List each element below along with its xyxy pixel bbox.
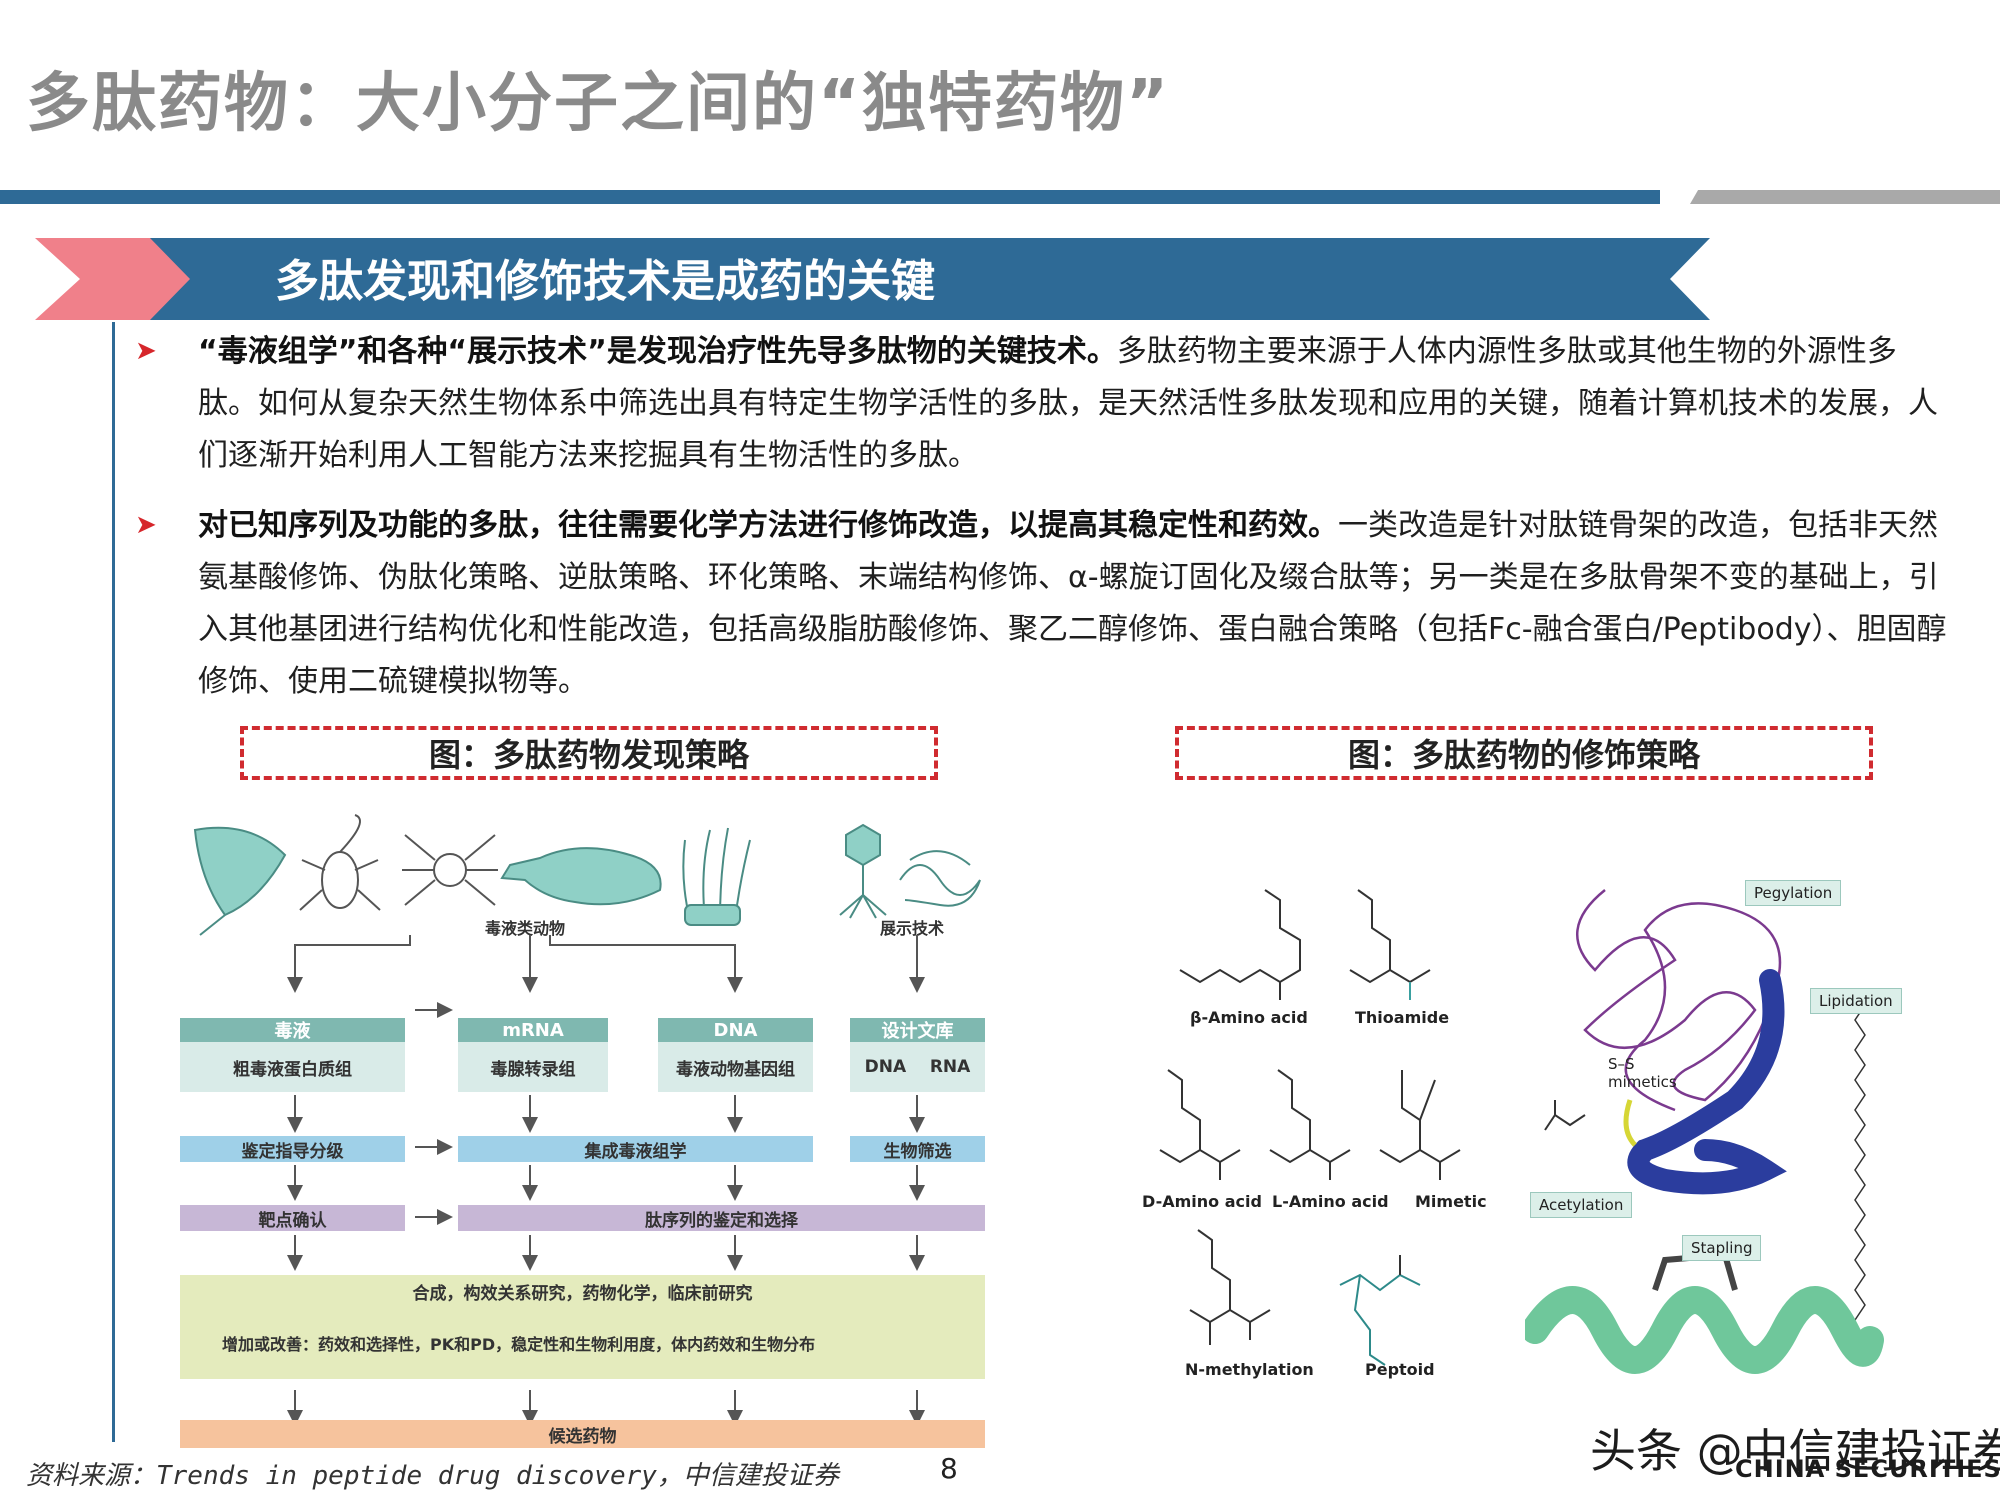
flowchart-arrows	[287, 935, 925, 1426]
bullet-2-body: 一类改造是针对肽链骨架的改造，包括非天然氨基酸修饰、伪肽化策略、逆肽策略、环化策…	[198, 508, 1947, 699]
bullet-2-lead: 对已知序列及功能的多肽，往往需要化学方法进行修饰改造，以提高其稳定性和药效。	[198, 508, 1338, 543]
venom-animals-label: 毒液类动物	[485, 919, 566, 938]
lipid-chain-icon	[1854, 989, 1866, 1321]
flow-dna-body: 毒液动物基因组	[658, 1042, 813, 1092]
flow-candidate-drug: 候选药物	[180, 1420, 985, 1448]
thioamide-label: Thioamide	[1355, 1008, 1450, 1027]
l-amino-acid-structure	[1269, 1069, 1351, 1164]
bullet-arrow-icon: ➤	[135, 336, 157, 366]
beta-amino-acid-label: β-Amino acid	[1190, 1008, 1308, 1027]
flow-venom-head: 毒液	[180, 1018, 405, 1042]
d-amino-acid-label: D-Amino acid	[1142, 1192, 1262, 1211]
section-banner-title: 多肽发现和修饰技术是成药的关键	[275, 256, 935, 307]
flow-dna-head: DNA	[658, 1018, 813, 1042]
dna-library-icon	[899, 850, 981, 907]
bullet-paragraph-2: 对已知序列及功能的多肽，往往需要化学方法进行修饰改造，以提高其稳定性和药效。一类…	[198, 500, 1953, 708]
flow-integrated-venomics: 集成毒液组学	[458, 1136, 813, 1162]
discovery-flowchart: 毒液类动物 展示技术	[180, 810, 1000, 1450]
stapled-helix-icon	[1525, 1251, 1884, 1374]
thioamide-structure	[1349, 889, 1431, 984]
flow-target-validation: 靶点确认	[180, 1205, 405, 1231]
banner-background	[150, 238, 1710, 320]
l-amino-acid-label: L-Amino acid	[1272, 1192, 1389, 1211]
disulfide-mimetic-icon	[1623, 1099, 1637, 1147]
watermark: 头条 @中信建投证券	[1590, 1424, 2000, 1478]
flow-bio-screening: 生物筛选	[850, 1136, 985, 1162]
n-methylation-structure	[1189, 1229, 1271, 1345]
stingray-icon	[193, 826, 287, 936]
flow-sequence-selection: 肽序列的鉴定和选择	[458, 1205, 985, 1231]
n-methylation-label: N-methylation	[1185, 1360, 1314, 1379]
scorpion-icon	[299, 814, 381, 911]
figure-title-modification-text: 图：多肽药物的修饰策略	[1347, 736, 1700, 774]
mimetic-label: Mimetic	[1415, 1192, 1487, 1211]
flow-venom-body: 粗毒液蛋白质组	[180, 1042, 405, 1092]
header-divider-blue	[0, 190, 1660, 204]
d-amino-acid-structure	[1159, 1069, 1241, 1164]
peg-chain-icon	[1575, 889, 1782, 1112]
bullet-arrow-icon: ➤	[135, 510, 157, 540]
pegylation-tag: Pegylation	[1745, 880, 1842, 906]
acetyl-group-icon	[1544, 1100, 1586, 1131]
anemone-icon	[682, 827, 751, 926]
mimetic-structure	[1379, 1070, 1461, 1164]
animal-illustrations	[193, 814, 981, 936]
peptide-backbone-icon	[1627, 969, 1787, 1195]
flow-improvements: 增加或改善：药效和选择性，PK和PD，稳定性和生物利用度，体内药效和生物分布	[180, 1307, 985, 1379]
acetylation-tag: Acetylation	[1530, 1192, 1633, 1218]
display-tech-label: 展示技术	[880, 919, 945, 938]
flow-fractionation: 鉴定指导分级	[180, 1136, 405, 1162]
modification-molecules	[1159, 889, 1461, 1366]
bullet-paragraph-1: “毒液组学”和各种“展示技术”是发现治疗性先导多肽物的关键技术。多肽药物主要来源…	[198, 326, 1953, 482]
stapling-tag: Stapling	[1682, 1235, 1762, 1261]
flow-library-body: DNA RNA	[850, 1042, 985, 1092]
flow-library-head: 设计文库	[850, 1018, 985, 1042]
flow-mrna-head: mRNA	[458, 1018, 608, 1042]
watermark-subtitle: CHINA SECURITIES	[1735, 1455, 2000, 1483]
protein-modification-illustration	[1525, 889, 1884, 1374]
beta-amino-acid-structure	[1179, 889, 1301, 984]
spider-icon	[402, 834, 498, 906]
peptoid-label: Peptoid	[1365, 1360, 1435, 1379]
platypus-icon	[500, 847, 662, 906]
phage-icon	[839, 823, 887, 919]
header-divider-gray	[1690, 190, 2000, 204]
bullet-1-lead: “毒液组学”和各种“展示技术”是发现治疗性先导多肽物的关键技术。	[198, 334, 1117, 369]
peptoid-structure	[1339, 1273, 1421, 1366]
flow-synthesis: 合成，构效关系研究，药物化学，临床前研究	[180, 1275, 985, 1307]
left-accent-line	[112, 322, 115, 1442]
bullet-1-body: 多肽药物主要来源于人体内源性多肽或其他生物的外源性多肽。如何从复杂天然生物体系中…	[198, 334, 1938, 473]
flow-mrna-body: 毒腺转录组	[458, 1042, 608, 1092]
lipidation-tag: Lipidation	[1810, 988, 1902, 1014]
page-title: 多肽药物：大小分子之间的“独特药物”	[26, 67, 1171, 141]
source-citation: 资料来源：Trends in peptide drug discovery，中信…	[26, 1461, 839, 1491]
figure-title-discovery: 图：多肽药物发现策略	[240, 726, 938, 780]
page-number: 8	[940, 1452, 958, 1485]
ss-mimetics-label: S–S mimetics	[1608, 1055, 1677, 1091]
figure-title-discovery-text: 图：多肽药物发现策略	[428, 736, 749, 774]
figure-title-modification: 图：多肽药物的修饰策略	[1175, 726, 1873, 780]
